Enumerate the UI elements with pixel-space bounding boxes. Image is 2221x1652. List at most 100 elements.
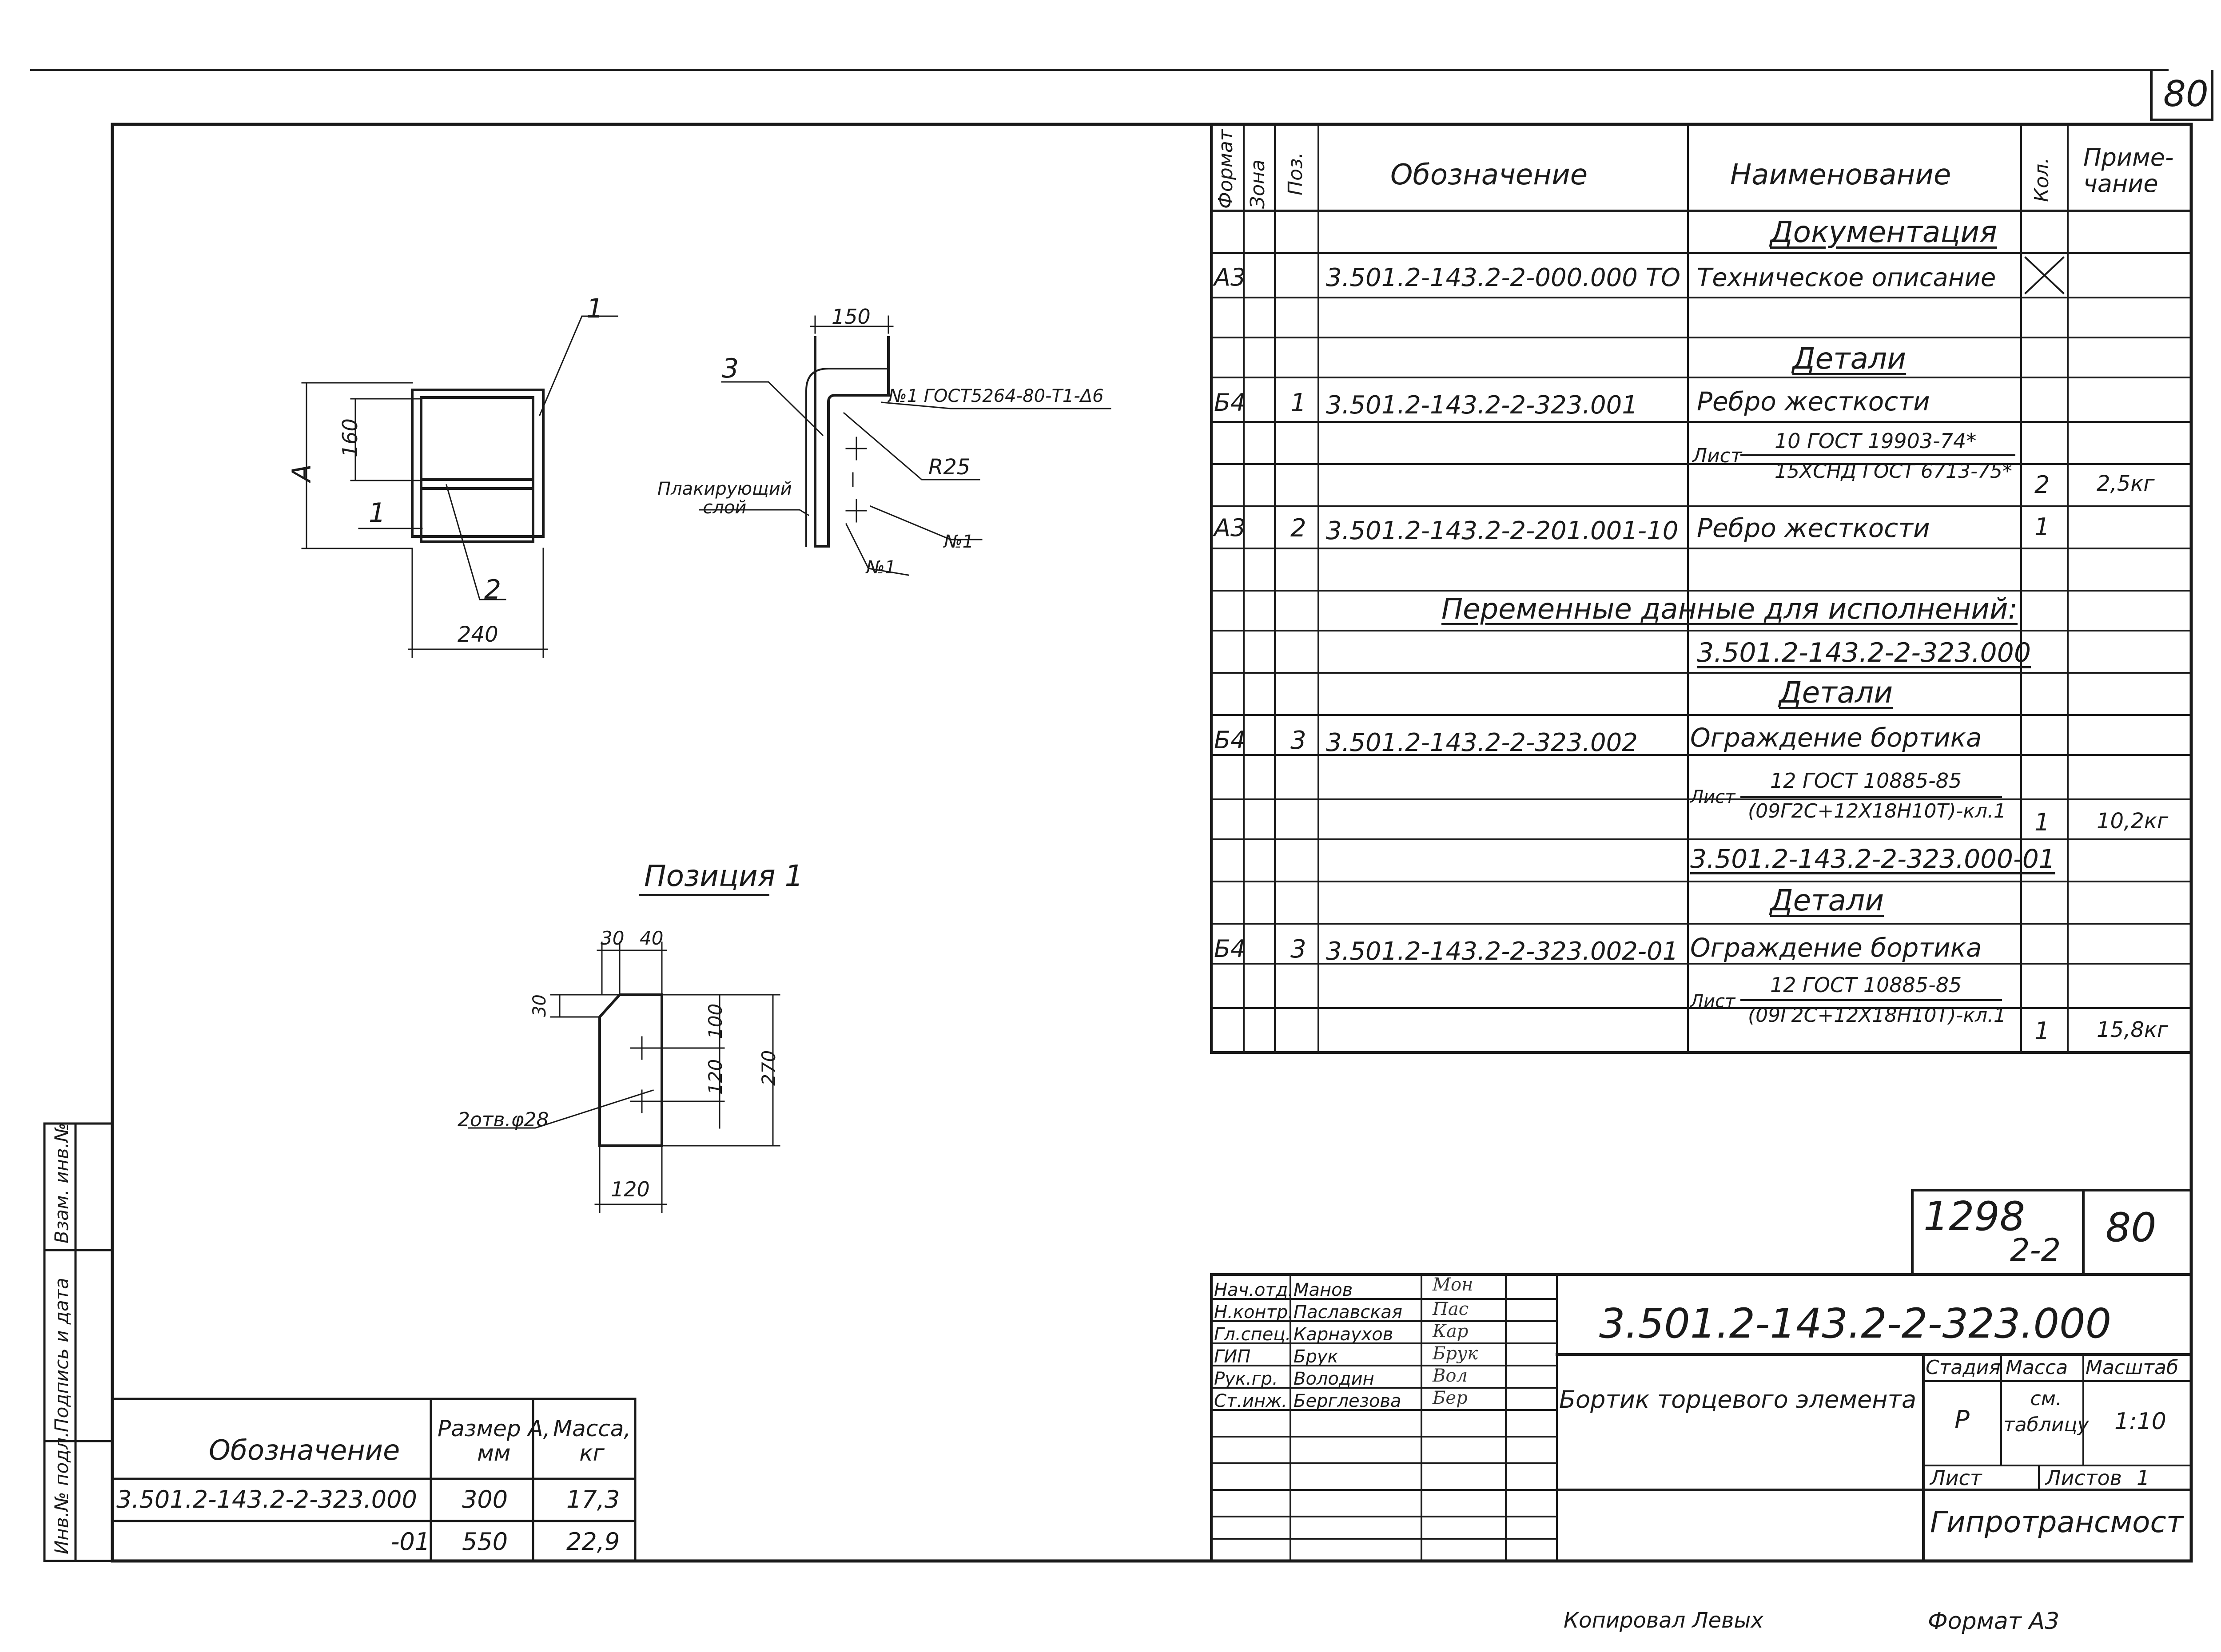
variants-header-size: Размер А, мм [438, 1416, 550, 1466]
title-stage: Р [1954, 1406, 1970, 1434]
person-signature: Вол [1433, 1366, 1468, 1386]
view2-weld-1: №1 [866, 557, 896, 578]
footer-copied: Копировал Левых [1564, 1608, 1763, 1633]
spec-row4-note: 15,8кг [2097, 1017, 2169, 1042]
title-sheets-count: 1 [2137, 1466, 2150, 1490]
spec-row4-material-top: 12 ГОСТ 10885-85 [1770, 973, 1962, 997]
title-scale-label: Масштаб [2086, 1356, 2179, 1379]
spec-row4-pos: 3 [1290, 935, 1306, 964]
spec-row3-qty: 1 [2034, 808, 2050, 836]
spec-header-zone: Зона [1246, 159, 1269, 209]
spec-row2-qty: 1 [2034, 513, 2050, 541]
view1-dim-160: 160 [338, 418, 362, 457]
spec-variant1-code: 3.501.2-143.2-2-323.000 [1697, 637, 2031, 668]
variants-row1-mass: 17,3 [566, 1485, 620, 1513]
spec-variable-heading: Переменные данные для исполнений: [1441, 593, 2018, 626]
variants-row1-size: 300 [462, 1485, 508, 1513]
spec-row1-material-top: 10 ГОСТ 19903-74* [1775, 429, 1977, 453]
title-stage-label: Стадия [1926, 1356, 2001, 1379]
person-signature: Пас [1433, 1299, 1469, 1319]
title-sheet-label: Лист [1930, 1466, 1982, 1490]
spec-row2-designation: 3.501.2-143.2-2-201.001-10 [1326, 516, 1679, 545]
title-scale: 1:10 [2114, 1408, 2166, 1435]
position1-dim-120-h: 120 [611, 1177, 650, 1201]
position1-dim-120-v: 120 [705, 1059, 726, 1095]
position1-dim-40: 40 [640, 927, 664, 949]
spec-row3-name: Ограждение бортика [1690, 723, 1982, 753]
view1-dim-A: А [287, 464, 317, 482]
view2-leader-3: 3 [722, 353, 739, 384]
view2-radius: R25 [928, 455, 971, 480]
spec-header-name: Наименование [1730, 159, 1951, 191]
spec-section-documentation: Документация [1770, 215, 1997, 249]
spec-header-note: Приме- чание [2083, 143, 2174, 198]
side-stamp-inv-repl: Взам. инв.№ [51, 1123, 72, 1243]
title-text: Бортик торцевого элемента [1559, 1386, 1917, 1414]
person-name: Берглезова [1294, 1391, 1401, 1411]
person-role: Н.контр. [1214, 1302, 1294, 1322]
spec-row4-format: Б4 [1214, 935, 1246, 963]
person-name: Карнаухов [1294, 1324, 1393, 1345]
view2-weld-top: №1 ГОСТ5264-80-Т1-Δ6 [888, 386, 1104, 406]
position1-dim-100: 100 [705, 1003, 726, 1039]
position1-dim-270: 270 [758, 1050, 780, 1086]
title-mass-label: Масса [2006, 1356, 2068, 1379]
person-role: Гл.спец. [1214, 1324, 1291, 1345]
spec-row1-qty: 2 [2034, 471, 2050, 499]
position1-title: Позиция 1 [644, 859, 804, 893]
spec-doc-designation: 3.501.2-143.2-2-000.000 ТО [1326, 263, 1680, 292]
spec-header-qty: Кол. [2030, 157, 2053, 202]
spec-row3-note: 10,2кг [2097, 809, 2169, 834]
spec-row1-material-prefix: Лист [1692, 445, 1742, 467]
spec-section-details-2: Детали [1779, 675, 1893, 710]
person-name: Паславская [1294, 1302, 1402, 1322]
spec-section-details-1: Детали [1792, 342, 1907, 376]
person-role: Нач.отд. [1214, 1280, 1294, 1300]
sheet-number: 80 [2163, 73, 2209, 115]
view2-clad-layer: Плакирующий слой [657, 479, 792, 518]
spec-row1-pos: 1 [1290, 389, 1306, 417]
spec-row2-name: Ребро жесткости [1697, 513, 1930, 543]
spec-row4-name: Ограждение бортика [1690, 933, 1982, 963]
spec-row1-name: Ребро жесткости [1697, 386, 1930, 417]
spec-header-pos: Поз. [1284, 152, 1307, 195]
view1-leader-1b: 1 [369, 497, 386, 528]
variants-header-mass: Масса, кг [553, 1416, 631, 1466]
spec-row2-format: А3 [1214, 514, 1246, 542]
spec-row3-material-top: 12 ГОСТ 10885-85 [1770, 769, 1962, 793]
title-album: 1298 [1923, 1193, 2026, 1240]
spec-doc-name: Техническое описание [1697, 263, 1996, 292]
title-org: Гипротрансмост [1930, 1505, 2184, 1539]
position1-dim-30-top: 30 [601, 927, 625, 949]
spec-header-format: Формат [1214, 129, 1237, 209]
person-role: Ст.инж. [1214, 1391, 1287, 1411]
spec-row1-material-bottom: 15ХСНД ГОСТ 6713-75* [1775, 460, 2012, 483]
spec-row1-designation: 3.501.2-143.2-2-323.001 [1326, 391, 1638, 420]
spec-row3-material-bottom: (09Г2С+12Х18Н10Т)-кл.1 [1748, 800, 2006, 822]
spec-row3-designation: 3.501.2-143.2-2-323.002 [1326, 728, 1638, 757]
position1-dim-30-side: 30 [529, 994, 550, 1017]
spec-row1-note: 2,5кг [2097, 471, 2155, 496]
person-signature: Кар [1433, 1321, 1469, 1342]
person-role: Рук.гр. [1214, 1369, 1278, 1389]
spec-row3-material-prefix: Лист [1690, 787, 1735, 807]
view2-weld-1b: №1 [944, 532, 974, 552]
title-sheets-label: Листов [2046, 1466, 2122, 1490]
title-sheet: 80 [2106, 1204, 2157, 1251]
person-role: ГИП [1214, 1346, 1251, 1367]
view1-leader-2: 2 [484, 574, 502, 605]
spec-section-details-3: Детали [1770, 883, 1884, 917]
spec-row3-pos: 3 [1290, 726, 1306, 755]
view1-dim-240: 240 [458, 622, 498, 647]
person-signature: Мон [1433, 1275, 1473, 1295]
spec-row4-designation: 3.501.2-143.2-2-323.002-01 [1326, 937, 1679, 966]
spec-doc-format: А3 [1214, 263, 1246, 291]
person-name: Володин [1294, 1369, 1374, 1389]
person-signature: Бер [1433, 1388, 1468, 1408]
title-code: 3.501.2-143.2-2-323.000 [1599, 1300, 2112, 1347]
spec-row4-qty: 1 [2034, 1017, 2050, 1045]
side-stamp-inv-orig: Инв.№ подл. [51, 1431, 72, 1554]
spec-variant2-code: 3.501.2-143.2-2-323.000-01 [1690, 844, 2055, 874]
